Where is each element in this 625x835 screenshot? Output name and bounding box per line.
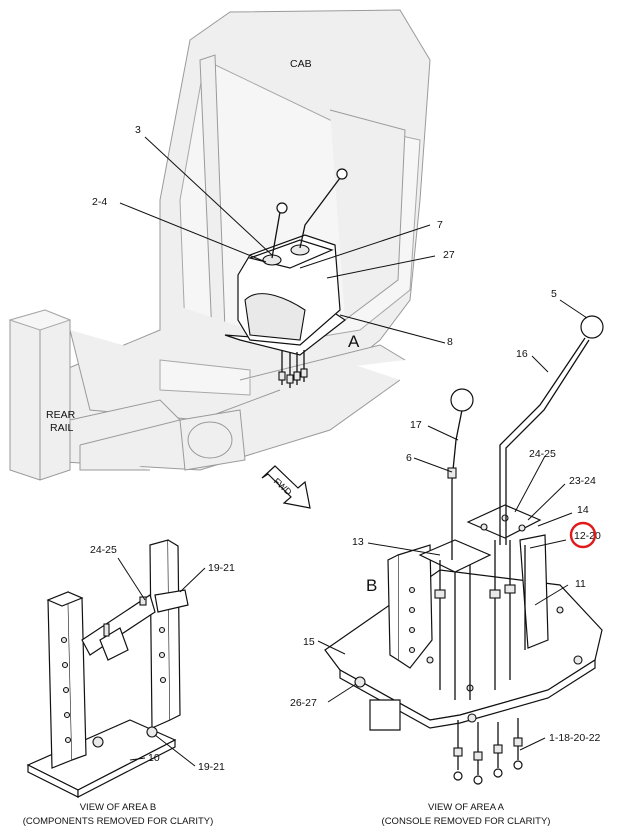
callout-12-20: 12-20 [574,530,601,542]
cab-label: CAB [290,58,312,70]
callout-1-18-20-22: 1-18-20-22 [549,732,601,744]
callout-11: 11 [575,578,586,590]
callout-5: 5 [551,288,557,300]
cab-background [8,9,431,481]
captions: VIEW OF AREA B (COMPONENTS REMOVED FOR C… [23,802,551,827]
highlight-circle [569,521,597,549]
rear-rail-label-line1: REAR [46,409,76,421]
callout-19-21-bottom: 19-21 [198,761,225,773]
callout-7: 7 [437,219,443,231]
callout-2-4: 2-4 [92,196,107,208]
callout-24-25-a: 24-25 [529,448,556,460]
callout-6: 6 [406,452,412,464]
caption-area-b-line1: VIEW OF AREA B [80,802,157,813]
callout-16: 16 [516,348,528,360]
callout-24-25-b: 24-25 [90,544,117,556]
callout-19-21-top: 19-21 [208,562,235,574]
forward-arrow-icon: FWD [261,465,311,509]
callout-8: 8 [447,336,453,348]
caption-area-a-line1: VIEW OF AREA A [428,802,505,813]
callout-17: 17 [410,419,422,431]
callout-3: 3 [135,124,141,136]
callout-15: 15 [303,636,315,648]
callout-26-27: 26-27 [290,697,317,709]
view-b-marker: B [366,576,377,595]
callout-14: 14 [577,504,589,516]
callout-27: 27 [443,249,455,261]
view-a-marker: A [348,332,360,351]
leader-lines [117,136,588,767]
caption-area-b-line2: (COMPONENTS REMOVED FOR CLARITY) [23,816,214,827]
area-b-detail [26,539,189,798]
caption-area-a-line2: (CONSOLE REMOVED FOR CLARITY) [382,816,551,827]
rear-rail-label-line2: RAIL [50,422,74,434]
joystick-console [224,168,348,388]
callout-10: 10 [148,752,160,764]
callout-13: 13 [352,536,364,548]
callout-23-24: 23-24 [569,475,596,487]
area-a-detail [324,315,604,785]
